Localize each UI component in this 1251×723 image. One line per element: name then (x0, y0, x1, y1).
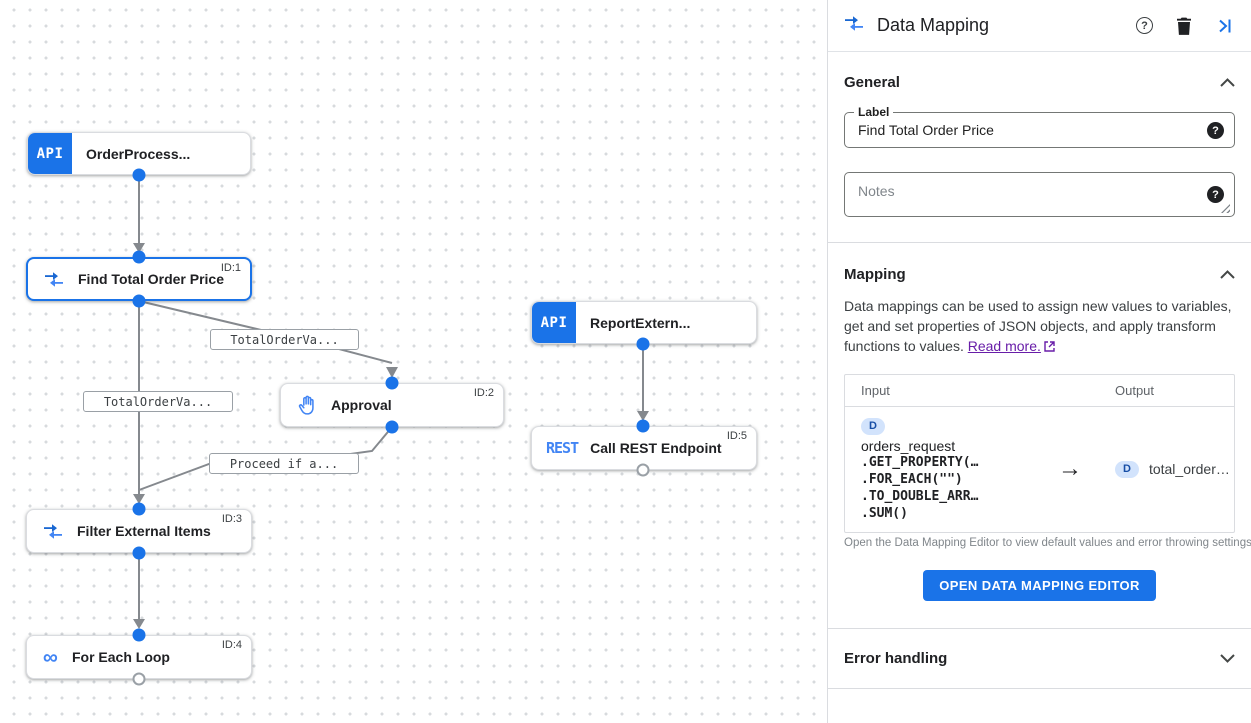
label-field-label: Label (854, 105, 894, 119)
expand-section-button[interactable] (1220, 654, 1235, 663)
collapse-panel-button[interactable] (1215, 17, 1233, 35)
transform-function: .GET_PROPERTY(… (861, 455, 979, 470)
node-call-rest-endpoint[interactable]: REST Call REST Endpoint ID:5 (531, 426, 757, 470)
edge-label-totalorder-left[interactable]: TotalOrderVa... (83, 391, 233, 412)
output-port-open[interactable] (636, 463, 650, 477)
mapping-heading: Mapping (844, 266, 906, 283)
transform-function: .TO_DOUBLE_ARR… (861, 489, 979, 504)
hand-approval-icon (297, 394, 317, 416)
edge-label-proceed-if[interactable]: Proceed if a... (209, 453, 359, 474)
node-id-label: ID:5 (726, 430, 747, 442)
transform-function: .FOR_EACH("") (861, 472, 963, 487)
node-label: Filter External Items (77, 523, 211, 539)
label-field[interactable]: Label Find Total Order Price ? (844, 105, 1235, 148)
output-port[interactable] (132, 294, 146, 308)
mapping-table: Input Output D orders_request .GET_PROPE… (844, 374, 1235, 533)
external-link-icon (1044, 337, 1055, 357)
section-divider (828, 688, 1251, 689)
mapping-input-cell: D orders_request .GET_PROPERTY(… .FOR_EA… (845, 416, 1035, 522)
mapping-output-cell: D total_order… (1105, 460, 1234, 478)
input-variable-name: orders_request (861, 438, 956, 454)
node-id-label: ID:4 (221, 639, 242, 651)
chevron-up-icon (1220, 270, 1235, 279)
node-label: ReportExtern... (590, 314, 691, 331)
mapping-table-header: Input Output (845, 375, 1234, 407)
task-config-panel: Data Mapping ? Genera (827, 0, 1251, 723)
data-type-badge: D (861, 418, 885, 435)
edge-label-totalorder-right[interactable]: TotalOrderVa... (210, 329, 359, 350)
input-port[interactable] (132, 502, 146, 516)
input-port[interactable] (636, 419, 650, 433)
output-port[interactable] (132, 168, 146, 182)
mapping-description: Data mappings can be used to assign new … (844, 296, 1235, 357)
node-label: For Each Loop (71, 649, 170, 665)
panel-header: Data Mapping ? (828, 0, 1251, 52)
node-label: Approval (331, 397, 392, 413)
error-handling-heading: Error handling (844, 650, 948, 667)
mapping-arrow-icon: → (1058, 455, 1082, 482)
node-label: Find Total Order Price (78, 271, 224, 287)
general-section: General Label Find Total Order Price ? N… (828, 74, 1251, 217)
workflow-edges (133, 175, 649, 629)
delete-task-button[interactable] (1176, 17, 1192, 35)
workflow-canvas[interactable]: TotalOrderVa... TotalOrderVa... Proceed … (0, 0, 827, 723)
mapping-table-row[interactable]: D orders_request .GET_PROPERTY(… .FOR_EA… (845, 407, 1234, 532)
input-port[interactable] (132, 628, 146, 642)
general-heading: General (844, 74, 900, 91)
data-mapping-icon (844, 15, 864, 36)
node-id-label: ID:1 (220, 262, 241, 274)
mapping-table-caption: Open the Data Mapping Editor to view def… (844, 537, 1251, 549)
node-approval[interactable]: Approval ID:2 (280, 383, 504, 427)
input-column-header: Input (861, 383, 890, 398)
node-order-process-trigger[interactable]: API OrderProcess... (27, 132, 251, 175)
api-trigger-badge: API (532, 302, 576, 343)
chevron-down-icon (1220, 654, 1235, 663)
input-port[interactable] (385, 376, 399, 390)
output-port[interactable] (636, 337, 650, 351)
node-label: Call REST Endpoint (590, 440, 722, 456)
notes-field[interactable]: Notes ? (844, 172, 1235, 217)
rest-task-icon: REST (546, 439, 579, 457)
output-port-open[interactable] (132, 672, 146, 686)
transform-function: .SUM() (861, 506, 908, 521)
node-label: OrderProcess... (86, 145, 191, 162)
notes-placeholder: Notes (858, 183, 895, 199)
input-port[interactable] (132, 250, 146, 264)
loop-icon: ∞ (43, 645, 58, 669)
output-port[interactable] (385, 420, 399, 434)
data-mapping-icon (43, 523, 63, 539)
chevron-up-icon (1220, 78, 1235, 87)
output-column-header: Output (1115, 383, 1155, 398)
node-for-each-loop[interactable]: ∞ For Each Loop ID:4 (26, 635, 252, 679)
field-help-icon[interactable]: ? (1207, 122, 1224, 139)
field-help-icon[interactable]: ? (1207, 186, 1224, 203)
trash-icon (1177, 17, 1191, 35)
node-id-label: ID:3 (221, 513, 242, 525)
error-handling-section: Error handling (828, 650, 1251, 667)
panel-title: Data Mapping (877, 15, 990, 35)
node-id-label: ID:2 (473, 387, 494, 399)
section-divider (828, 628, 1251, 629)
open-data-mapping-editor-button[interactable]: OPEN DATA MAPPING EDITOR (923, 570, 1156, 601)
collapse-section-button[interactable] (1220, 78, 1235, 87)
output-variable-name: total_order… (1148, 461, 1230, 477)
help-icon: ? (1136, 17, 1153, 34)
read-more-link[interactable]: Read more. (967, 338, 1041, 354)
collapse-panel-icon (1219, 19, 1231, 32)
help-button[interactable]: ? (1136, 17, 1153, 34)
mapping-section: Mapping Data mappings can be used to ass… (828, 266, 1251, 601)
data-type-badge: D (1115, 460, 1139, 478)
collapse-section-button[interactable] (1220, 270, 1235, 279)
section-divider (828, 242, 1251, 243)
label-field-value[interactable]: Find Total Order Price (858, 122, 994, 138)
output-port[interactable] (132, 546, 146, 560)
api-trigger-badge: API (28, 133, 72, 174)
data-mapping-icon (44, 271, 64, 287)
textarea-resize-handle[interactable] (1221, 204, 1230, 213)
node-report-extern-trigger[interactable]: API ReportExtern... (531, 301, 757, 344)
